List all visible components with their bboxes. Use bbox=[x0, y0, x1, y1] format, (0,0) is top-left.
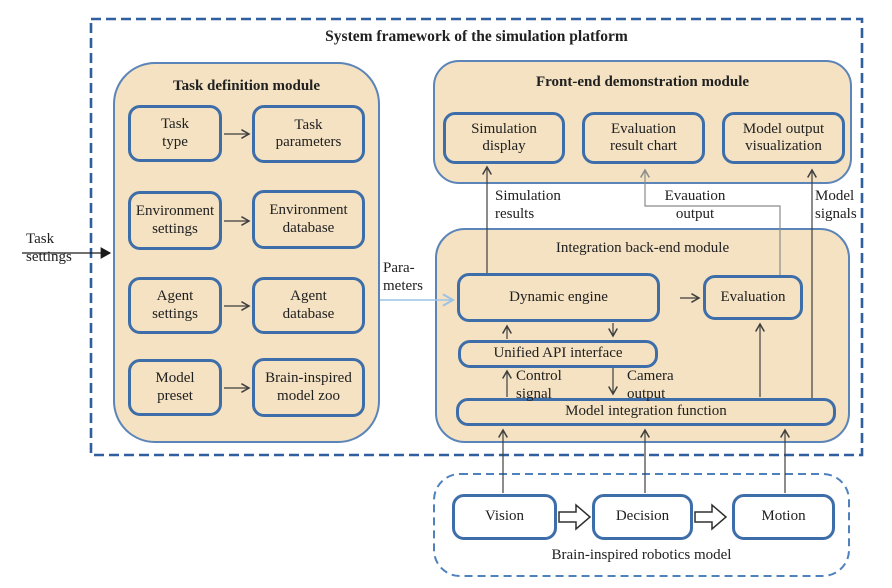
dynamic-engine-box: Dynamic engine bbox=[457, 273, 660, 322]
frontend-demonstration-module-header: Front-end demonstration module bbox=[535, 74, 750, 90]
unified-api-interface-box: Unified API interface bbox=[458, 340, 658, 368]
environment-settings-box: Environment settings bbox=[128, 191, 222, 250]
decision-box: Decision bbox=[592, 494, 693, 540]
vision-box: Vision bbox=[452, 494, 557, 540]
model-output-visualization-box: Model output visualization bbox=[722, 112, 845, 164]
camera-output-label: Camera output bbox=[627, 368, 674, 403]
simulation-results-label: Simulation results bbox=[495, 188, 561, 223]
task-definition-module-header: Task definition module bbox=[173, 78, 320, 94]
task-settings-label: Task settings bbox=[26, 231, 72, 266]
task-parameters-box: Task parameters bbox=[252, 105, 365, 163]
evaluation-box: Evaluation bbox=[703, 275, 803, 320]
evaluation-result-chart-box: Evaluation result chart bbox=[582, 112, 705, 164]
model-signals-label: Model signals bbox=[815, 188, 857, 223]
diagram-title: System framework of the simulation platf… bbox=[325, 28, 628, 45]
block-arrow-decision-to-motion bbox=[694, 503, 728, 531]
task-type-box: Task type bbox=[128, 105, 222, 162]
evaluation-output-label: Evauation output bbox=[664, 188, 726, 223]
agent-database-box: Agent database bbox=[252, 277, 365, 334]
robotics-model-caption: Brain-inspired robotics model bbox=[551, 547, 732, 563]
brain-inspired-model-zoo-box: Brain-inspired model zoo bbox=[252, 358, 365, 417]
block-arrow-vision-to-decision bbox=[558, 503, 592, 531]
environment-database-box: Environment database bbox=[252, 190, 365, 249]
agent-settings-box: Agent settings bbox=[128, 277, 222, 334]
control-signal-label: Control signal bbox=[516, 368, 562, 403]
simulation-display-box: Simulation display bbox=[443, 112, 565, 164]
motion-box: Motion bbox=[732, 494, 835, 540]
parameters-label: Para- meters bbox=[383, 260, 423, 295]
integration-backend-module-header: Integration back-end module bbox=[555, 240, 730, 256]
model-preset-box: Model preset bbox=[128, 359, 222, 416]
